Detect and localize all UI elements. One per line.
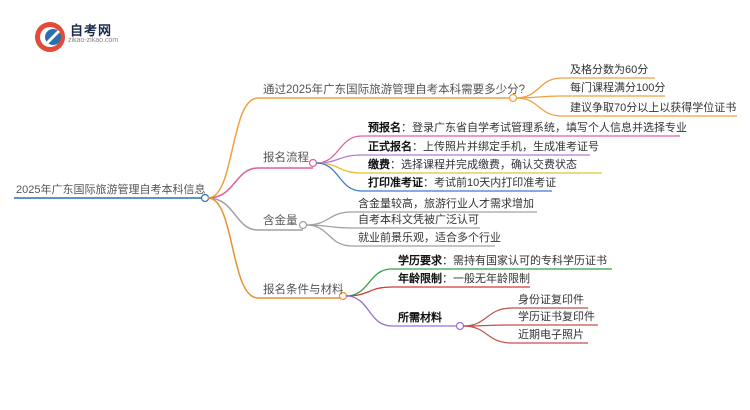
process-step: 正式报名：上传照片并绑定手机，生成准考证号 — [368, 140, 599, 154]
logo-title: 自考网 — [70, 23, 113, 38]
score-item: 每门课程满分100分 — [570, 82, 666, 94]
process-step-lead: 打印准考证 — [368, 177, 423, 189]
connector-conditions — [207, 197, 259, 299]
condition-lead: 学历要求 — [398, 255, 442, 267]
logo-icon — [35, 22, 65, 52]
process-step-text: ：考试前10天内打印准考证 — [423, 177, 557, 189]
branch-process-label: 报名流程 — [263, 152, 309, 164]
condition-text: ：需持有国家认可的专科学历证书 — [442, 255, 607, 267]
connector-value — [207, 197, 259, 231]
process-step-lead: 预报名 — [368, 122, 401, 134]
process-step-text: ：选择课程并完成缴费，确认交费状态 — [390, 159, 577, 171]
branch-conditions-label: 报名条件与材料 — [263, 284, 344, 296]
branch-value-label: 含金量 — [263, 215, 298, 227]
connector-score — [207, 97, 259, 199]
logo-subtitle: zikao-zikao.com — [68, 37, 119, 44]
branch-process-dot — [308, 158, 318, 168]
branch-value-dot — [298, 220, 308, 230]
material-item: 近期电子照片 — [518, 329, 584, 341]
condition-lead: 年龄限制 — [398, 273, 442, 285]
score-item: 建议争取70分以上以获得学位证书 — [570, 102, 737, 114]
condition-item: 所需材料 — [398, 311, 442, 325]
value-item: 自考本科文凭被广泛认可 — [358, 214, 479, 226]
condition-item: 年龄限制：一般无年龄限制 — [398, 272, 530, 286]
condition-text: ：一般无年龄限制 — [442, 273, 530, 285]
process-step-text: ：登录广东省自学考试管理系统，填写个人信息并选择专业 — [401, 122, 687, 134]
process-step: 打印准考证：考试前10天内打印准考证 — [368, 176, 556, 190]
process-step-lead: 缴费 — [368, 159, 390, 171]
materials-dot — [455, 321, 465, 331]
material-item: 学历证书复印件 — [518, 311, 595, 323]
process-step: 缴费：选择课程并完成缴费，确认交费状态 — [368, 158, 577, 172]
branch-score-label: 通过2025年广东国际旅游管理自考本科需要多少分? — [263, 84, 525, 96]
value-item: 含金量较高，旅游行业人才需求增加 — [358, 198, 534, 210]
value-item: 就业前景乐观，适合多个行业 — [358, 232, 501, 244]
process-step-lead: 正式报名 — [368, 141, 412, 153]
connector-process — [207, 167, 259, 199]
process-step: 预报名：登录广东省自学考试管理系统，填写个人信息并选择专业 — [368, 121, 687, 135]
condition-lead: 所需材料 — [398, 312, 442, 324]
condition-item: 学历要求：需持有国家认可的专科学历证书 — [398, 254, 607, 268]
material-item: 身份证复印件 — [518, 294, 584, 306]
root-node: 2025年广东国际旅游管理自考本科信息 — [16, 184, 206, 196]
score-item: 及格分数为60分 — [570, 64, 649, 76]
process-step-text: ：上传照片并绑定手机，生成准考证号 — [412, 141, 599, 153]
